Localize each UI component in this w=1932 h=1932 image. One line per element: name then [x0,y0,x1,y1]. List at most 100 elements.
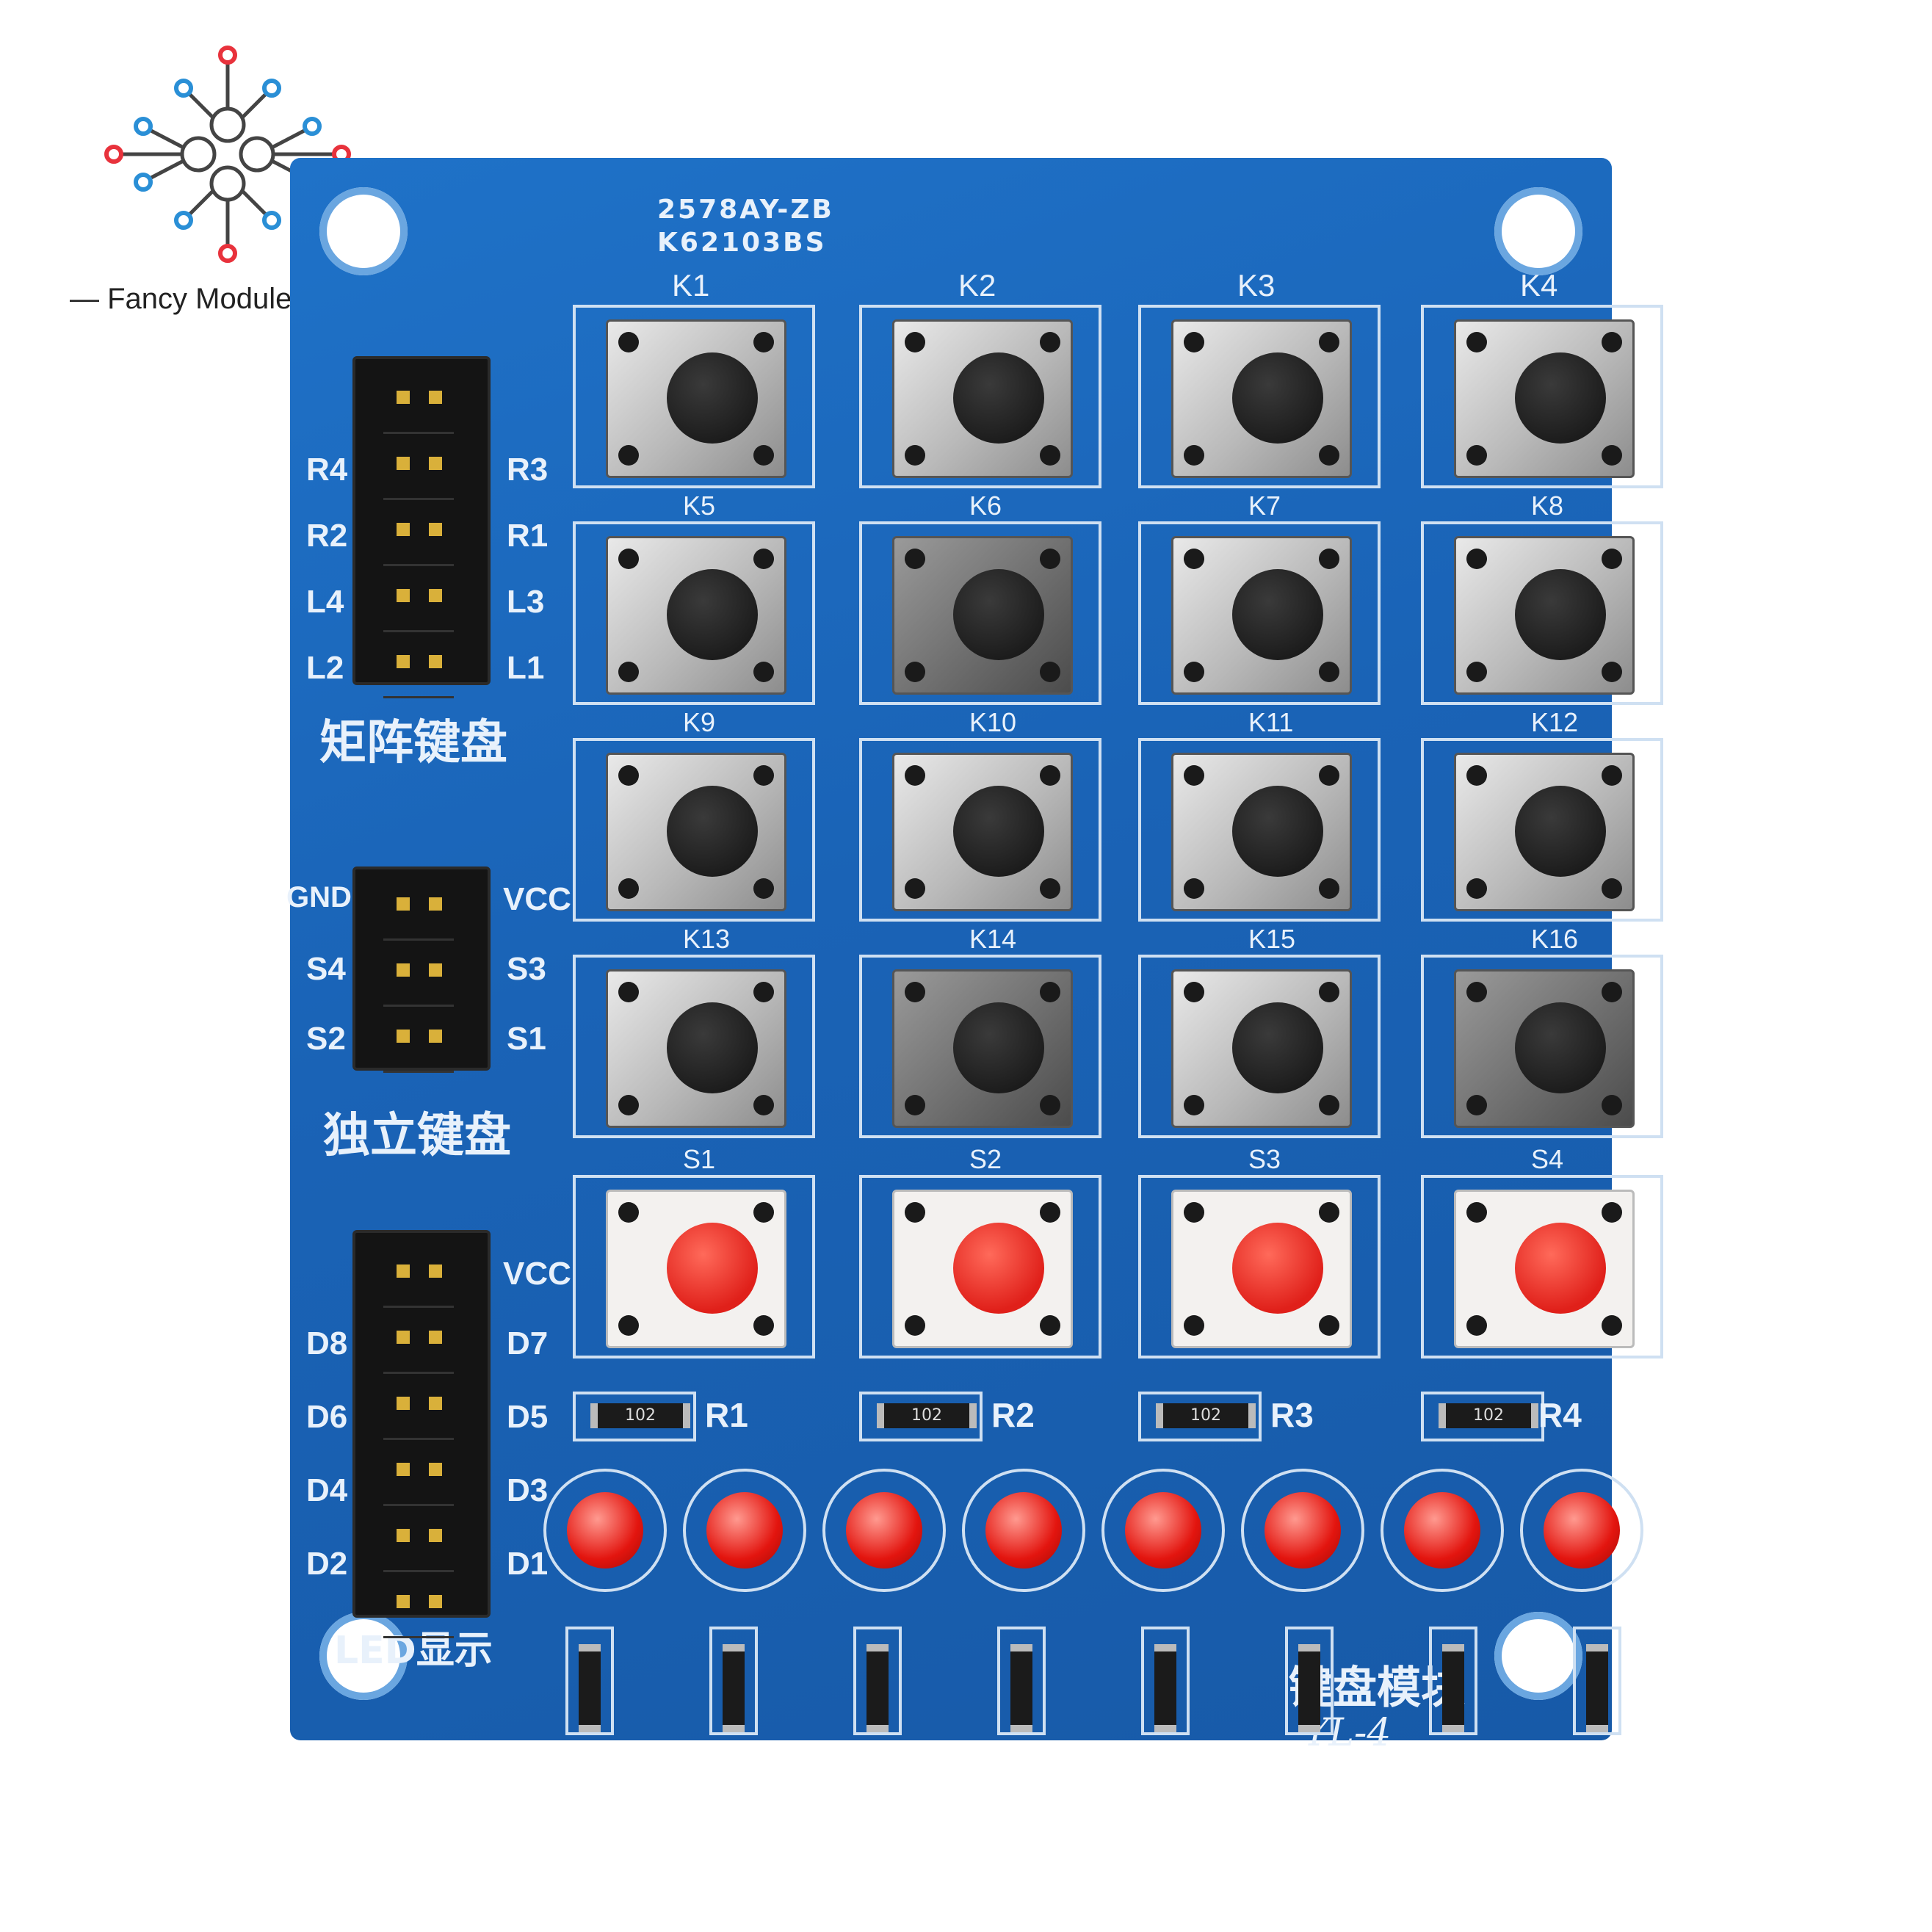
pin-label: S3 [507,951,546,987]
key-label: K1 [672,268,710,303]
matrix-key-k16[interactable]: K16 [1421,924,1663,1138]
resistor: 102 [859,1392,983,1441]
pin-label: R3 [507,452,549,488]
matrix-caption: 矩阵键盘 [319,716,507,770]
key-label: K11 [1248,707,1294,737]
matrix-key-k11[interactable]: K11 [1138,707,1381,922]
key-label: K6 [969,491,1002,521]
pin-label: L2 [306,650,344,686]
matrix-key-k15[interactable]: K15 [1138,924,1381,1138]
matrix-key-k5[interactable]: K5 [573,491,815,705]
header-pin [383,940,454,1007]
pin-label: VCC [503,881,571,917]
key-label: K7 [1248,491,1281,521]
independent-key-s2[interactable]: S2 [859,1144,1101,1358]
resistor: 102 [1138,1392,1262,1441]
led-resistor [1285,1627,1334,1735]
key-label: K14 [969,924,1017,954]
matrix-key-k14[interactable]: K14 [859,924,1101,1138]
header-pin [383,1307,454,1374]
pin-label: GND [286,881,352,913]
led-resistor [997,1627,1046,1735]
header-pin [383,1439,454,1506]
pin-label: D8 [306,1325,348,1361]
key-label: K13 [683,924,731,954]
header-pin [383,499,454,566]
resistor: 102 [1421,1392,1544,1441]
resistor-code: 102 [590,1403,690,1428]
header-pin [383,1006,454,1073]
led-resistor [1141,1627,1190,1735]
key-label: S4 [1531,1144,1564,1174]
mounting-hole [319,187,408,275]
red-led [822,1469,946,1592]
resistor-label: R4 [1538,1396,1582,1434]
key-label: K4 [1520,268,1558,303]
red-led [683,1469,806,1592]
led-resistor [1573,1627,1621,1735]
pin-label: R2 [306,518,348,554]
key-label: K3 [1237,268,1276,303]
mounting-hole [1494,1612,1582,1700]
mounting-hole [1494,187,1582,275]
part-code: 2578AY-ZB [657,195,834,225]
resistor-code: 102 [877,1403,977,1428]
key-label: S3 [1248,1144,1281,1174]
part-code: K62103BS [657,228,827,258]
matrix-key-k2[interactable]: K2 [859,268,1101,488]
pin-label: D2 [306,1546,348,1582]
resistor-label: R1 [705,1396,748,1434]
key-label: K12 [1531,707,1579,737]
pin-label: S1 [507,1021,546,1057]
keypad-pcb: 2578AY-ZB K62103BS R4 R2 L4 L2 R3 R1 L3 … [286,158,1663,1755]
pin-label: R1 [507,518,549,554]
matrix-key-k7[interactable]: K7 [1138,491,1381,705]
key-label: K15 [1248,924,1296,954]
pin-label: L4 [306,584,344,620]
key-label: K9 [683,707,716,737]
header-pin [383,1505,454,1572]
pin-label: R4 [306,452,348,488]
matrix-key-k4[interactable]: K4 [1421,268,1663,488]
resistor-code: 102 [1439,1403,1538,1428]
matrix-key-k1[interactable]: K1 [573,268,815,488]
key-label: S2 [969,1144,1002,1174]
key-label: K8 [1531,491,1564,521]
key-label: K5 [683,491,716,521]
red-led [1520,1469,1643,1592]
header-pin [383,433,454,500]
key-label: K10 [969,707,1017,737]
matrix-key-k9[interactable]: K9 [573,707,815,922]
matrix-key-k12[interactable]: K12 [1421,707,1663,922]
led-resistor [565,1627,614,1735]
independent-caption: 独立键盘 [323,1109,511,1163]
pin-label: VCC [503,1256,571,1292]
header-pin [383,1373,454,1440]
led-resistor [853,1627,902,1735]
pin-label: L3 [507,584,545,620]
brand-text: Fancy Module [107,283,292,315]
led-resistor [1429,1627,1477,1735]
pin-label: S4 [306,951,346,987]
independent-key-s1[interactable]: S1 [573,1144,815,1358]
matrix-key-k6[interactable]: K6 [859,491,1101,705]
matrix-key-k3[interactable]: K3 [1138,268,1381,488]
red-led [543,1469,667,1592]
led-resistor [709,1627,758,1735]
header-pin [383,632,454,698]
independent-key-s4[interactable]: S4 [1421,1144,1663,1358]
matrix-key-k13[interactable]: K13 [573,924,815,1138]
key-label: K16 [1531,924,1579,954]
pin-label: S2 [306,1021,346,1057]
key-label: K2 [958,268,996,303]
matrix-key-k8[interactable]: K8 [1421,491,1663,705]
pin-label: D4 [306,1472,348,1508]
matrix-key-k10[interactable]: K10 [859,707,1101,922]
pin-label: D3 [507,1472,549,1508]
resistor-label: R3 [1270,1396,1314,1434]
independent-key-s3[interactable]: S3 [1138,1144,1381,1358]
header-pin [383,565,454,632]
red-led [1241,1469,1364,1592]
led-display-header [352,1230,491,1618]
red-led [1101,1469,1225,1592]
